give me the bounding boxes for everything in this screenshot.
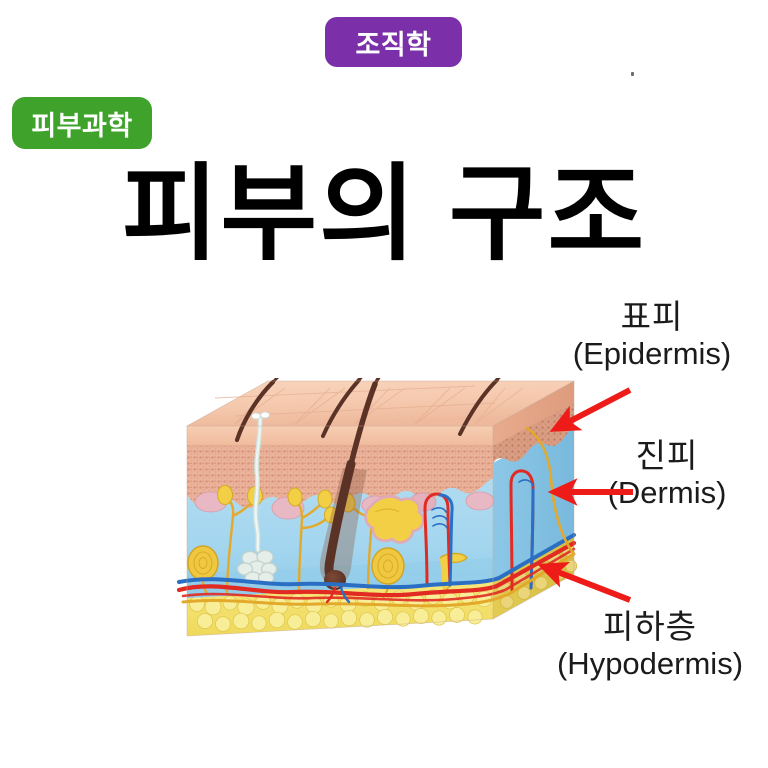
badge-histology-label: 조직학 [355, 29, 432, 60]
label-hypodermis-korean: 피하층 [602, 608, 698, 645]
badge-histology: 조직학 [325, 17, 462, 67]
sebaceous-gland [364, 495, 425, 544]
hair-follicle-main [319, 378, 381, 590]
capillary-loop-center [423, 492, 454, 587]
skin-cross-section-illustration [175, 378, 587, 652]
label-epidermis-korean: 표피 [620, 298, 684, 335]
vascular-network [176, 426, 577, 608]
sweat-gland-unit [236, 411, 278, 585]
label-epidermis: 표피 (Epidermis) [536, 298, 768, 372]
block-outline [185, 380, 576, 637]
badge-dermatology-label: 피부과학 [31, 110, 133, 141]
hair-shafts-secondary [234, 378, 501, 443]
label-epidermis-english: (Epidermis) [572, 336, 732, 372]
label-hypodermis: 피하층 (Hypodermis) [532, 608, 768, 682]
label-dermis-korean: 진피 [635, 437, 699, 474]
badge-dermatology: 피부과학 [12, 97, 152, 149]
sweat-pore [251, 411, 270, 420]
epidermis-layer [187, 381, 574, 510]
page-title: 피부의 구조 [121, 156, 647, 273]
label-dermis-english: (Dermis) [607, 475, 727, 511]
label-hypodermis-english: (Hypodermis) [556, 646, 744, 682]
label-dermis: 진피 (Dermis) [566, 437, 768, 511]
stray-dot-artifact [631, 72, 634, 76]
sweat-gland-coil [236, 549, 278, 585]
